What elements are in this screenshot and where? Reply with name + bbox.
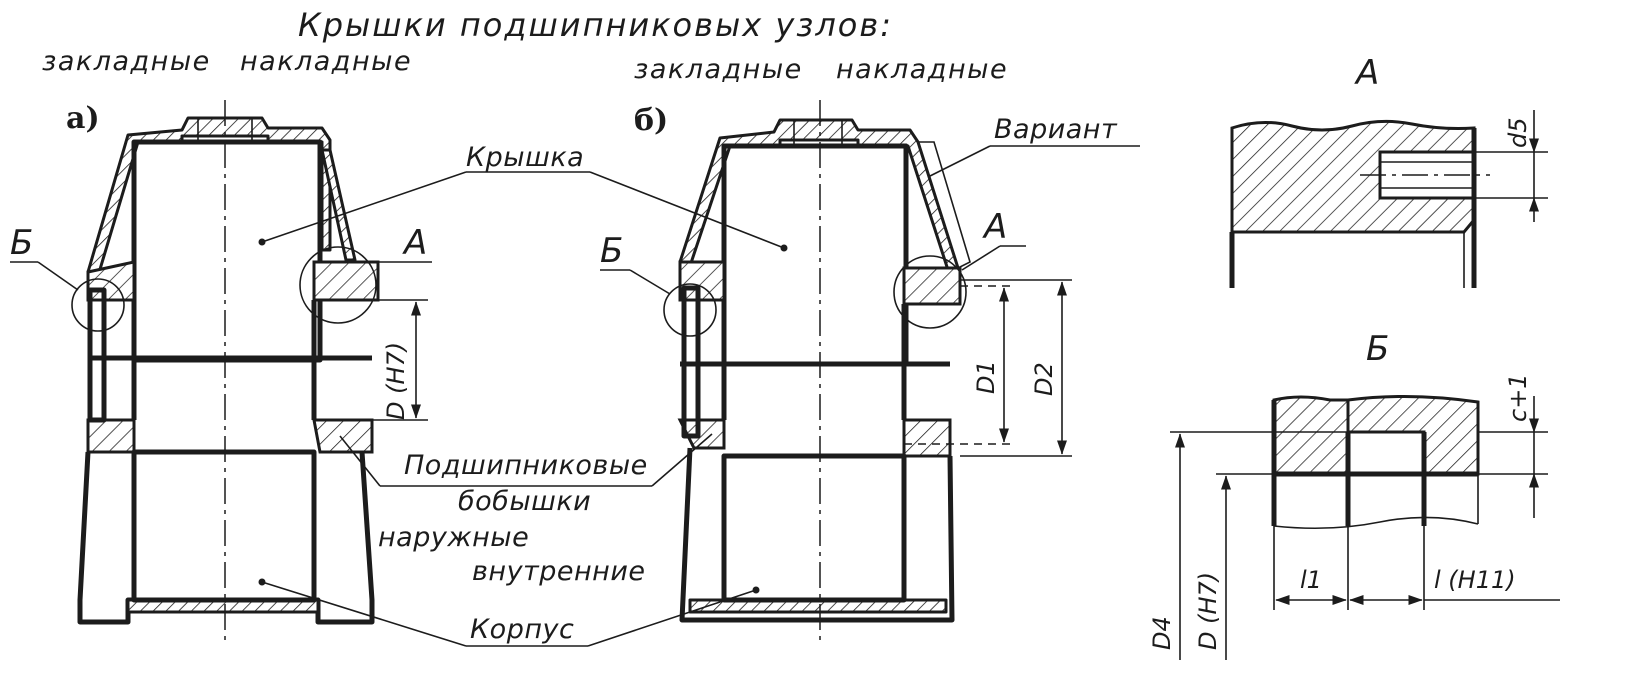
b-detail-circle-b: [663, 283, 717, 337]
b-housing-outline: [679, 447, 955, 623]
a-boss-upper-right: [312, 260, 380, 302]
variant-a-letter: а): [66, 101, 100, 136]
view-a-section: [1230, 119, 1476, 234]
callout-bosses-line2: бобышки: [458, 486, 591, 517]
detail-view-b: Б c+1 D4 D (H7) l1 l (H11): [1148, 329, 1560, 660]
figure-a: Б А D (H7): [10, 100, 432, 640]
a-subtitle-overlay: накладные: [240, 46, 412, 77]
figure-b: Б А D1 D2: [600, 100, 1072, 640]
a-housing-outline: [77, 451, 375, 625]
view-b-dim-bore: D (H7): [1194, 572, 1222, 650]
b-subtitle-overlay: накладные: [836, 54, 1008, 85]
b-boss-upper-left: [678, 260, 726, 302]
b-dim-d2: D2: [1030, 362, 1058, 396]
a-detail-circle-a: [299, 246, 377, 324]
b-boss-upper-right: [902, 266, 962, 306]
view-b-title: Б: [1366, 329, 1389, 369]
b-boss-lower-right: [902, 418, 952, 458]
a-boss-lower-left: [86, 418, 136, 454]
callout-bosses-outer: наружные: [378, 522, 529, 553]
a-label-a: А: [402, 223, 427, 263]
b-label-a: А: [982, 207, 1007, 247]
callouts: Крышка Вариант Подшипниковые бобышки нар…: [261, 114, 1140, 647]
view-b-dim-l1: l1: [1300, 566, 1322, 594]
callout-cover: Крышка: [466, 142, 584, 173]
b-subtitle-inset: закладные: [634, 54, 803, 85]
b-label-b: Б: [600, 231, 623, 271]
a-inset-cap: [87, 287, 107, 423]
b-cover-shell: [678, 118, 960, 292]
a-label-b: Б: [10, 223, 33, 263]
b-detail-circle-a: [893, 255, 967, 329]
callout-variant: Вариант: [994, 114, 1118, 145]
view-a-dim-d5: d5: [1504, 117, 1532, 148]
view-b-dim-c1: c+1: [1504, 373, 1532, 422]
a-detail-circle-b: [71, 278, 125, 332]
main-title: Крышки подшипниковых узлов:: [298, 6, 893, 44]
detail-view-a: А d5: [1229, 53, 1548, 288]
callout-bosses-inner: внутренние: [472, 556, 646, 587]
a-subtitle-inset: закладные: [42, 46, 211, 77]
view-b-section-left: [1272, 395, 1350, 476]
callout-bosses-line1: Подшипниковые: [404, 450, 648, 481]
a-dim-bore: D (H7): [382, 342, 410, 420]
view-b-dim-d4: D4: [1148, 616, 1176, 650]
view-b-dim-l: l (H11): [1434, 566, 1516, 594]
variant-b-letter: б): [634, 103, 668, 138]
callout-housing: Корпус: [470, 614, 574, 645]
b-dim-d1: D1: [972, 360, 1000, 394]
a-boss-lower-right: [312, 418, 374, 454]
view-a-title: А: [1354, 53, 1379, 93]
a-cover-rib: [320, 148, 357, 262]
